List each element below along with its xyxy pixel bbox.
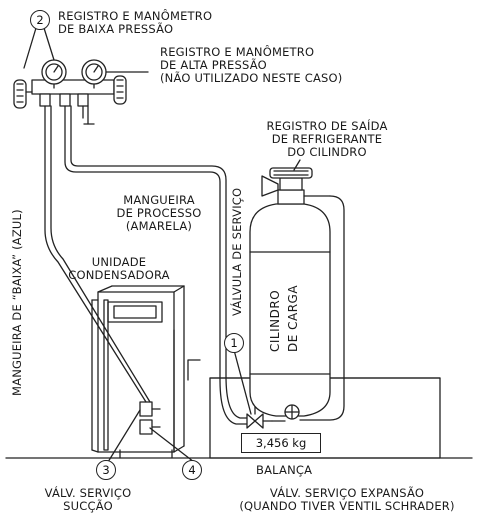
leader-2a bbox=[23, 27, 37, 69]
suction-valve-label: VÁLV. SERVIÇO SUCÇÃO bbox=[44, 486, 132, 513]
cylinder-label-1: CILINDRO bbox=[268, 289, 282, 352]
condenser-unit-label: UNIDADE CONDENSADORA bbox=[68, 255, 170, 282]
cylinder-valve-label: REGISTRO DE SAÍDA DE REFRIGERANTE DO CIL… bbox=[266, 119, 388, 159]
process-hose bbox=[64, 105, 248, 425]
service-valves bbox=[139, 401, 161, 435]
leader-2b bbox=[43, 27, 55, 61]
leader-3 bbox=[107, 409, 141, 463]
high-gauge-label: REGISTRO E MANÔMETRO DE ALTA PRESSÃO (NÃ… bbox=[160, 45, 343, 85]
manifold-gauge-set bbox=[13, 59, 127, 125]
charging-cylinder bbox=[249, 167, 345, 422]
low-pressure-hose bbox=[44, 105, 147, 403]
leader-4 bbox=[149, 427, 195, 463]
leader-cylinder-valve bbox=[293, 159, 301, 171]
expansion-valve-label: VÁLV. SERVIÇO EXPANSÃO (QUANDO TIVER VEN… bbox=[239, 486, 455, 513]
low-hose-vertical-label: MANGUEIRA DE “BAIXA” (AZUL) bbox=[10, 209, 24, 396]
service-valve-vertical-label: VÁLVULA DE SERVIÇO bbox=[230, 187, 244, 316]
callout-4: 4 bbox=[182, 460, 202, 480]
expansion-service-valve bbox=[246, 405, 273, 429]
cylinder-label-2: DE CARGA bbox=[286, 284, 300, 352]
scale-readout: 3,456 kg bbox=[241, 433, 321, 453]
leader-1 bbox=[233, 349, 252, 415]
low-gauge-label: REGISTRO E MANÔMETRO DE BAIXA PRESSÃO bbox=[58, 9, 213, 36]
callout-2: 2 bbox=[30, 10, 50, 30]
condenser-unit bbox=[91, 285, 201, 459]
callout-1: 1 bbox=[224, 333, 244, 353]
callout-3: 3 bbox=[96, 460, 116, 480]
process-hose-label: MANGUEIRA DE PROCESSO (AMARELA) bbox=[116, 193, 202, 233]
scale-label: BALANÇA bbox=[256, 463, 313, 477]
